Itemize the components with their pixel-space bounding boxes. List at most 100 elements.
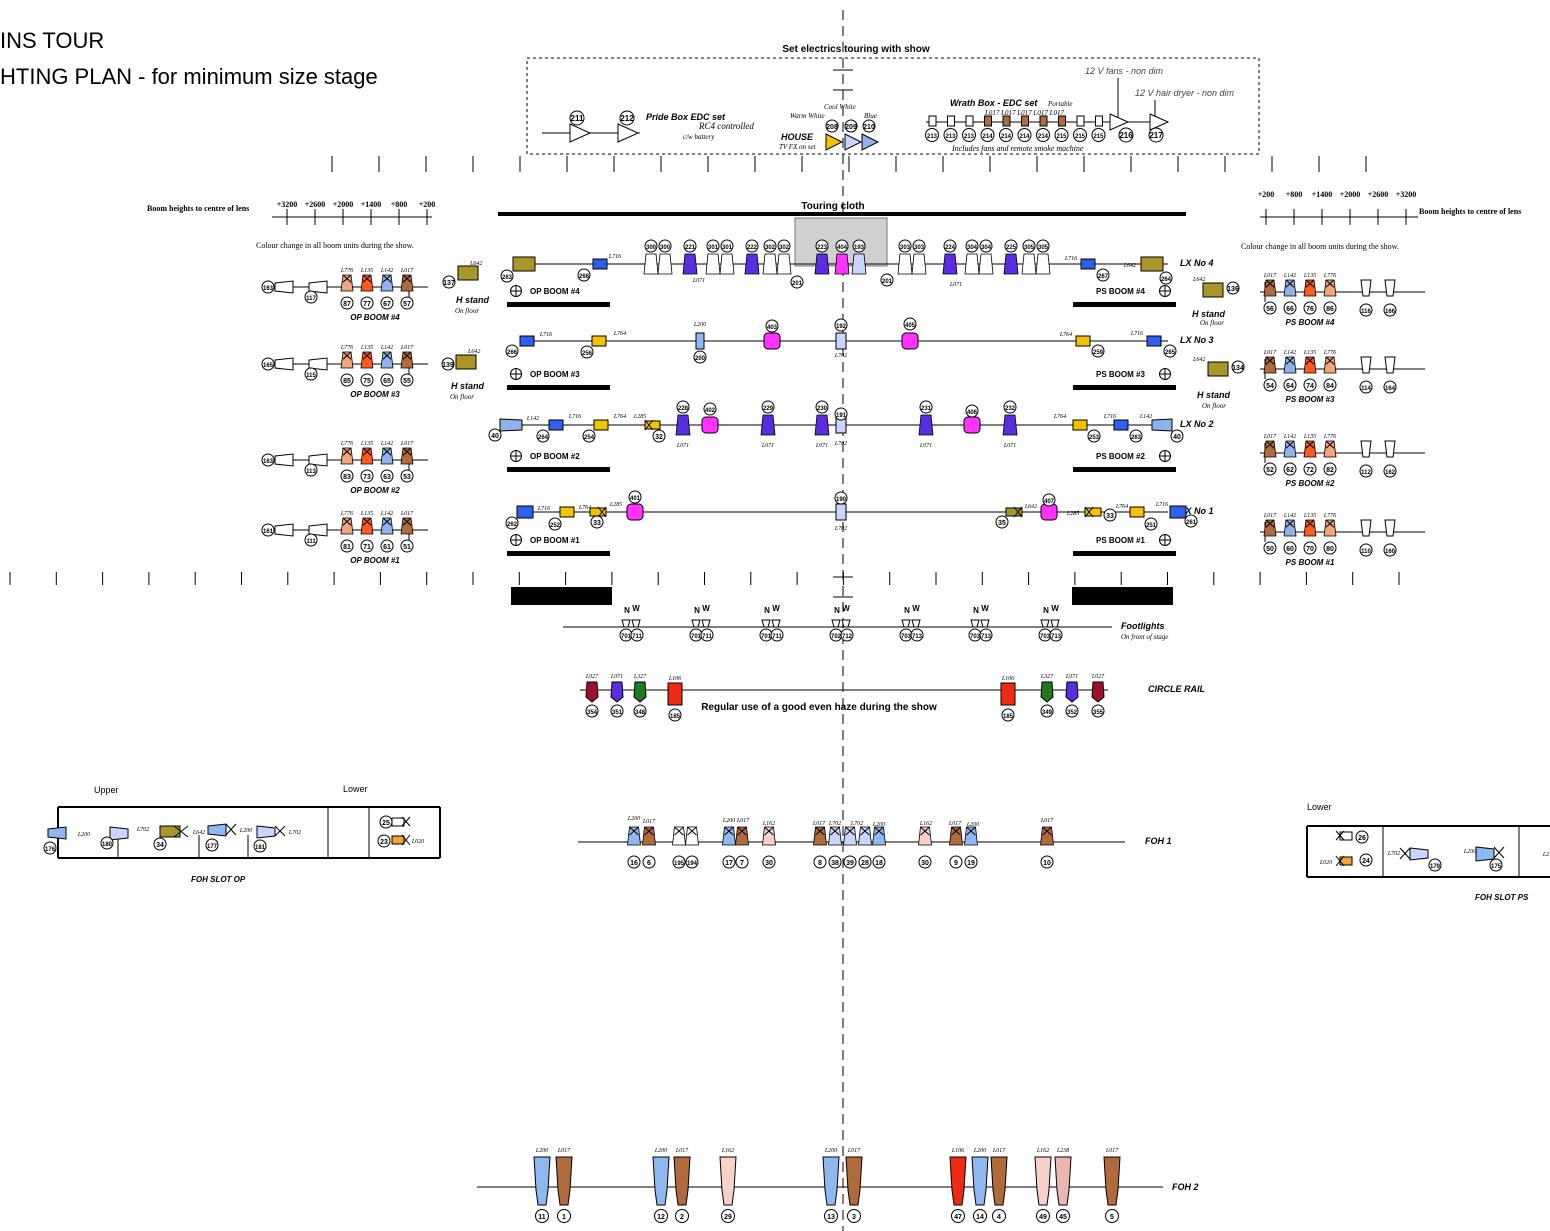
channel-circle	[261, 453, 275, 467]
svg-text:L642: L642	[1192, 356, 1205, 363]
footlight	[980, 619, 990, 628]
gel-label: L200	[627, 816, 640, 822]
ps-masking-bar	[1072, 587, 1173, 605]
flood	[274, 523, 294, 537]
channel-circle	[1003, 400, 1017, 414]
gel-label: L716	[1103, 414, 1116, 420]
lantern-cross	[402, 274, 412, 283]
channel-circle	[304, 533, 318, 547]
gel-label: L020	[1319, 860, 1332, 866]
channel-circle	[835, 239, 849, 253]
channel-circle	[745, 239, 759, 253]
channel-circle	[999, 128, 1013, 142]
lantern-body	[1323, 440, 1337, 458]
channel-circle	[380, 469, 394, 483]
lantern-body	[1075, 335, 1091, 347]
gel-label: L702	[1387, 851, 1400, 857]
lantern	[360, 447, 374, 465]
lantern-cross	[1265, 356, 1275, 365]
channel-circle	[813, 855, 827, 869]
gel-label: L071	[676, 443, 689, 449]
channel-number: 62	[1286, 467, 1294, 474]
gel-label: L200	[535, 1148, 548, 1154]
lantern	[735, 826, 749, 846]
channel-circle	[1323, 541, 1337, 555]
gel-label: L200	[973, 1148, 986, 1154]
channel-circle	[973, 1209, 987, 1223]
channel-circle	[1170, 429, 1184, 443]
channel-number: 401	[630, 496, 641, 502]
gel-label: L142	[380, 440, 393, 447]
lantern-body	[400, 351, 414, 369]
channel-number: 259	[1093, 350, 1104, 356]
lantern-body	[845, 1156, 863, 1206]
lantern-body	[949, 826, 963, 846]
footlight	[771, 619, 781, 628]
lantern	[340, 351, 354, 369]
channel-circle	[380, 539, 394, 553]
gel-label: L017	[812, 821, 826, 827]
channel-circle	[964, 855, 978, 869]
lantern-cross	[382, 274, 392, 283]
channel-number: 701	[761, 634, 772, 640]
channel-number: 348	[635, 710, 646, 716]
lantern-cross	[951, 826, 961, 836]
channel-number: 214	[982, 134, 993, 140]
lantern-body	[814, 414, 830, 436]
channel-number: 403	[767, 325, 778, 331]
lantern-body	[942, 253, 958, 275]
lantern-body	[548, 419, 564, 431]
lantern-cross	[1013, 506, 1023, 518]
h-stand-ps-3: L642 134 H stand On floor	[1192, 356, 1245, 410]
lantern	[627, 826, 641, 846]
lantern	[380, 447, 394, 465]
channel-circle	[205, 838, 219, 852]
boom-name: PS BOOM #1	[1286, 558, 1335, 567]
channel-number: 70	[1306, 546, 1314, 553]
channel-number: 163	[263, 286, 274, 292]
height-label: +3200	[277, 200, 298, 209]
lantern	[949, 826, 963, 846]
gel-label: L135	[1303, 513, 1316, 519]
channel-circle	[979, 628, 993, 642]
lantern-body	[610, 681, 624, 703]
lx-label: LX No 3	[1180, 335, 1214, 345]
channel-number: 11	[538, 1214, 546, 1221]
lantern	[705, 253, 721, 275]
lantern-body	[722, 826, 736, 846]
gel-label: L200	[824, 1148, 837, 1154]
channel-number: 61	[383, 544, 391, 551]
flood	[1360, 519, 1372, 537]
lantern	[851, 253, 867, 275]
lantern	[1303, 519, 1317, 537]
foot-w: W	[912, 604, 920, 613]
lantern-cross	[860, 826, 870, 836]
gel-label: L776	[1323, 273, 1336, 279]
gel-label: L716	[1064, 256, 1077, 262]
foot-w: W	[772, 604, 780, 613]
lantern-body	[391, 835, 405, 845]
channel-number: 67	[383, 301, 391, 308]
lantern-body	[1091, 681, 1105, 703]
gel-label: L776	[340, 441, 353, 447]
channel-circle	[1359, 543, 1373, 557]
footlight	[1040, 619, 1050, 628]
channel-number: 302	[779, 245, 790, 251]
height-label: +2000	[1340, 190, 1361, 199]
gel-label: L776	[340, 268, 353, 274]
lantern-body	[835, 332, 847, 350]
lantern-cross	[402, 447, 412, 456]
boom-name: PS BOOM #4	[1286, 318, 1335, 327]
boom-heights-right: +200+800+1400+2000+2600+3200 Boom height…	[1241, 190, 1521, 251]
h-stand-ps-4: L642 136 H stand On floor	[1192, 276, 1240, 327]
gel-label: L017	[948, 821, 962, 827]
lantern	[1323, 356, 1337, 374]
lantern-cross	[342, 351, 352, 360]
gel-label: L071	[815, 443, 828, 449]
channel-circle	[633, 704, 647, 718]
channel-number: 64	[1286, 383, 1294, 390]
ps-boom-marker	[1073, 385, 1176, 390]
lantern-cross	[362, 351, 372, 360]
